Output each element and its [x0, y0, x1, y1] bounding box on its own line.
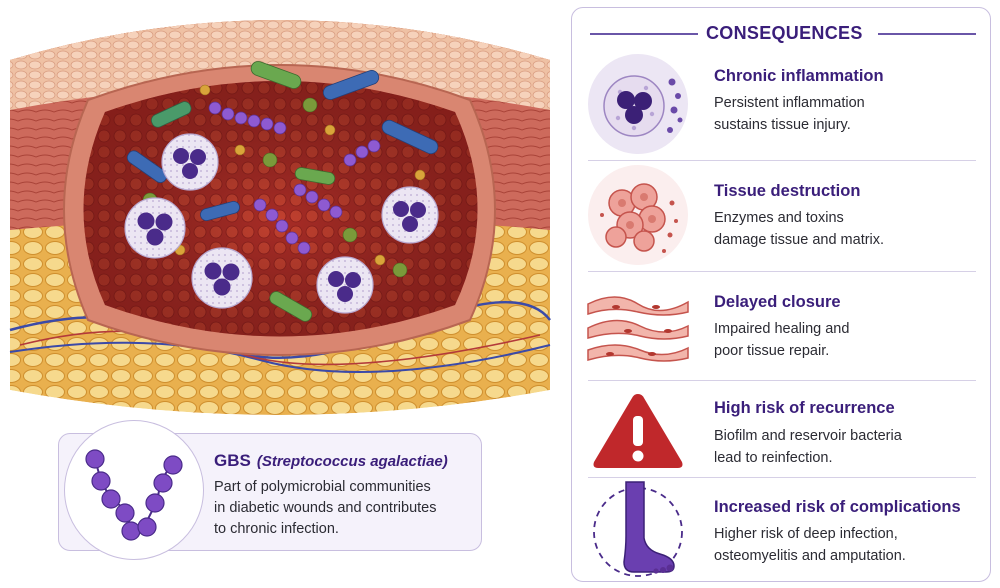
- gbs-title: GBS (Streptococcus agalactiae): [214, 451, 448, 471]
- foot-icon: [593, 481, 683, 577]
- heading-rule-left: [590, 33, 698, 35]
- divider: [588, 380, 976, 381]
- consequences-heading: CONSEQUENCES: [706, 23, 863, 43]
- consequence-title: Chronic inflammation: [714, 67, 884, 85]
- bacteria-cluster: [126, 61, 439, 322]
- neutrophils: [124, 133, 439, 314]
- consequence-description: Impaired healing and poor tissue repair.: [714, 321, 850, 359]
- diabetic-wound-illustration: [9, 20, 551, 420]
- divider: [588, 160, 976, 161]
- consequence-description: Higher risk of deep infection, osteomyel…: [714, 526, 906, 564]
- consequence-description: Enzymes and toxins damage tissue and mat…: [714, 210, 885, 248]
- consequence-title: High risk of recurrence: [714, 399, 895, 417]
- gbs-description-line: to chronic infection.: [214, 521, 339, 537]
- consequence-description: Persistent inflammation sustains tissue …: [714, 95, 865, 133]
- damaged-cells-icon: [588, 165, 688, 265]
- streptococcus-chain-icon: [64, 420, 204, 560]
- immune-cell-icon: [588, 54, 688, 154]
- gbs-scientific-name: (Streptococcus agalactiae): [256, 453, 448, 470]
- gbs-description: Part of polymicrobial communities in dia…: [214, 477, 476, 540]
- divider: [588, 271, 976, 272]
- divider: [588, 477, 976, 478]
- consequence-title: Increased risk of complications: [714, 498, 961, 516]
- consequence-description: Biofilm and reservoir bacteria lead to r…: [714, 428, 902, 466]
- tissue-fibers-icon: [587, 296, 689, 362]
- streptococcus-chains: [208, 101, 381, 255]
- warning-icon: [593, 394, 683, 468]
- consequence-title: Tissue destruction: [714, 182, 861, 200]
- gbs-description-line: in diabetic wounds and contributes: [214, 500, 437, 516]
- gbs-description-line: Part of polymicrobial communities: [214, 479, 431, 495]
- gbs-abbreviation: GBS: [214, 451, 251, 470]
- consequence-title: Delayed closure: [714, 293, 841, 311]
- heading-rule-right: [878, 33, 976, 35]
